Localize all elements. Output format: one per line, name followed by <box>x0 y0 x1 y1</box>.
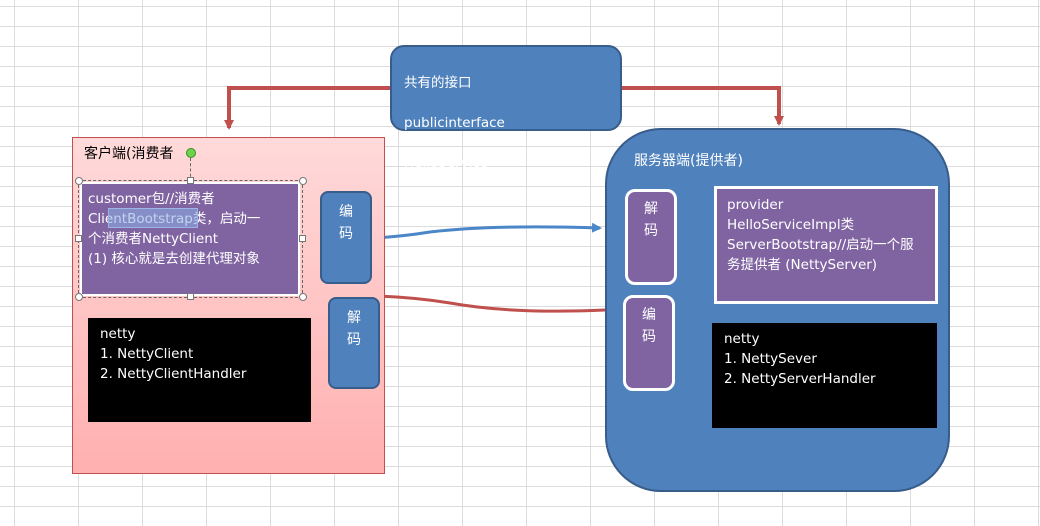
resize-handle-right[interactable] <box>299 235 306 242</box>
client-decoder-box: 解 码 <box>328 297 380 389</box>
rotation-handle[interactable] <box>186 148 196 158</box>
server-netty-box: netty 1. NettySever 2. NettyServerHandle… <box>712 323 937 428</box>
resize-handle-bottom-left[interactable] <box>75 293 83 301</box>
client-title: 客户端(消费者 <box>84 146 174 162</box>
interface-line-1: publicinterface <box>404 115 505 131</box>
resize-handle-left[interactable] <box>75 235 82 242</box>
interface-to-server-arrow <box>622 86 784 126</box>
interface-line-2: HelloService <box>404 155 489 171</box>
interface-to-client-arrow <box>224 86 390 130</box>
shared-interface-box: 共有的接口 publicinterface HelloService <box>390 45 622 171</box>
server-encoder-box: 编 码 <box>623 295 675 391</box>
resize-handle-bottom[interactable] <box>187 293 194 300</box>
resize-handle-top[interactable] <box>187 177 194 184</box>
resize-handle-bottom-right[interactable] <box>299 293 307 301</box>
server-title: 服务器端(提供者) <box>634 153 743 169</box>
client-netty-box: netty 1. NettyClient 2. NettyClientHandl… <box>88 318 311 422</box>
selection-frame <box>78 180 303 298</box>
resize-handle-top-right[interactable] <box>299 177 307 185</box>
interface-title: 共有的接口 <box>404 75 472 91</box>
rotation-handle-stem <box>190 158 191 182</box>
server-decoder-box: 解 码 <box>625 189 677 285</box>
client-encoder-box: 编 码 <box>320 191 372 284</box>
resize-handle-top-left[interactable] <box>75 177 83 185</box>
provider-box: provider HelloServiceImpl类 ServerBootstr… <box>714 186 938 304</box>
text-selection-highlight <box>108 208 198 228</box>
